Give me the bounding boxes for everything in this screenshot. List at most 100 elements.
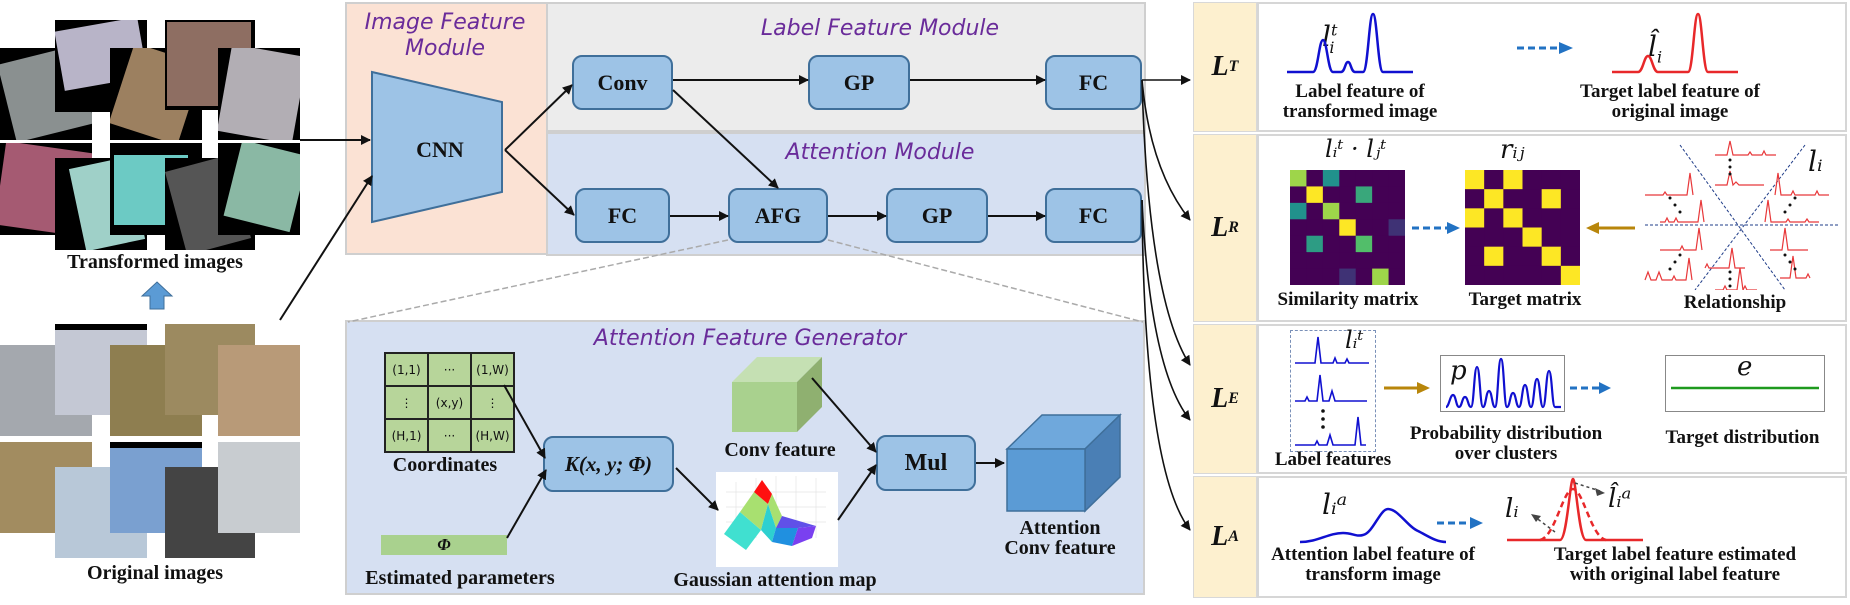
loss-name: L [1211, 51, 1229, 82]
cnn-label: CNN [416, 137, 464, 162]
transformed-image-truck [218, 143, 300, 235]
matrix-cell [1541, 208, 1562, 228]
attention-gp-block: GP [886, 188, 988, 243]
matrix-cell [1306, 252, 1324, 270]
transformed-image-dog [218, 48, 300, 140]
matrix-cell [1322, 219, 1340, 237]
lt-target-curve [1612, 12, 1738, 74]
matrix-cell [1372, 252, 1390, 270]
matrix-cell [1465, 208, 1485, 228]
le-label-features-symbol: lᵢᵗ [1345, 326, 1364, 354]
relationship-label: Relationship [1683, 292, 1787, 313]
matrix-cell [1290, 186, 1307, 204]
label-conv-block: Conv [572, 55, 673, 110]
label-features-group [1290, 330, 1376, 452]
coord-cell: (H,1) [386, 420, 427, 451]
matrix-cell [1503, 189, 1523, 209]
label-gp-block: GP [808, 55, 910, 110]
matrix-cell [1465, 170, 1485, 190]
matrix-cell [1541, 227, 1562, 248]
coordinates-grid: (1,1) ··· (1,W) ⋮ (x,y) ⋮ (H,1) ··· (H,W… [384, 352, 515, 453]
matrix-cell [1465, 246, 1485, 267]
la-symbol-left: lᵢᵃ [1322, 488, 1348, 521]
matrix-cell [1560, 265, 1580, 285]
original-images-collage [0, 320, 300, 560]
loss-subscript: E [1228, 390, 1239, 407]
matrix-cell [1372, 235, 1390, 253]
target-distribution-label: Target distribution [1665, 427, 1820, 448]
matrix-cell [1306, 268, 1324, 285]
matrix-cell [1522, 170, 1543, 190]
probability-distribution-label-2: over clusters [1454, 443, 1558, 464]
matrix-cell [1322, 170, 1340, 187]
original-images-label: Original images [86, 562, 224, 584]
matrix-cell [1290, 235, 1307, 253]
cnn-block [371, 70, 503, 224]
lt-dashed-arrow-icon [1517, 42, 1573, 54]
phi-symbol: Φ [437, 535, 451, 554]
lt-left-label-1: Label feature of [1295, 81, 1425, 102]
loss-subscript: T [1228, 58, 1239, 75]
label-fc-block: FC [1045, 55, 1142, 110]
attention-conv-feature-cube [1005, 413, 1122, 513]
matrix-cell [1522, 265, 1543, 285]
lt-right-label-2: original image [1611, 101, 1729, 122]
matrix-cell [1339, 268, 1357, 285]
matrix-cell [1290, 268, 1307, 285]
matrix-cell [1541, 170, 1562, 190]
afg-panel-title: Attention Feature Generator [593, 326, 907, 351]
matrix-cell [1541, 246, 1562, 267]
matrix-cell [1484, 208, 1504, 228]
attention-fc-block: FC [575, 188, 670, 243]
le-dashed-arrow-icon-2 [1570, 382, 1611, 394]
target-distribution-plot [1665, 355, 1825, 412]
matrix-cell [1560, 189, 1580, 209]
la-dashed-arrow-icon [1437, 517, 1483, 529]
target-matrix-label: Target matrix [1468, 289, 1582, 310]
matrix-cell [1388, 252, 1405, 270]
matrix-cell [1503, 208, 1523, 228]
matrix-cell [1322, 252, 1340, 270]
lr-gold-arrow-icon [1586, 222, 1635, 234]
matrix-cell [1484, 227, 1504, 248]
coord-cell: (1,1) [386, 354, 427, 385]
matrix-cell [1484, 265, 1504, 285]
matrix-cell [1339, 186, 1357, 204]
la-li-symbol: lᵢ [1505, 494, 1519, 524]
original-image-dog [218, 345, 300, 436]
matrix-cell [1322, 202, 1340, 220]
matrix-cell [1465, 265, 1485, 285]
matrix-cell [1306, 219, 1324, 237]
matrix-cell [1355, 202, 1373, 220]
matrix-cell [1388, 235, 1405, 253]
matrix-cell [1306, 170, 1324, 187]
matrix-cell [1522, 189, 1543, 209]
connector-arrows [279, 75, 1144, 539]
matrix-cell [1560, 208, 1580, 228]
matrix-cell [1339, 252, 1357, 270]
attention-fc2-block: FC [1045, 188, 1142, 243]
matrix-cell [1290, 219, 1307, 237]
matrix-cell [1372, 170, 1390, 187]
matrix-cell [1484, 246, 1504, 267]
loss-LT-row [1257, 2, 1847, 132]
loss-name: L [1211, 383, 1229, 414]
matrix-cell [1322, 186, 1340, 204]
matrix-cell [1503, 246, 1523, 267]
similarity-matrix [1290, 170, 1405, 285]
la-left-label-2: transform image [1305, 564, 1441, 585]
loss-name: L [1211, 521, 1229, 552]
matrix-cell [1522, 246, 1543, 267]
matrix-cell [1503, 170, 1523, 190]
matrix-cell [1388, 268, 1405, 285]
afg-block: AFG [728, 188, 828, 243]
matrix-cell [1339, 219, 1357, 237]
coord-cell: ⋮ [472, 387, 513, 418]
lt-left-label-2: transformed image [1282, 101, 1438, 122]
matrix-cell [1522, 227, 1543, 248]
matrix-cell [1355, 170, 1373, 187]
label-feature-module-title: Label Feature Module [760, 16, 1000, 41]
